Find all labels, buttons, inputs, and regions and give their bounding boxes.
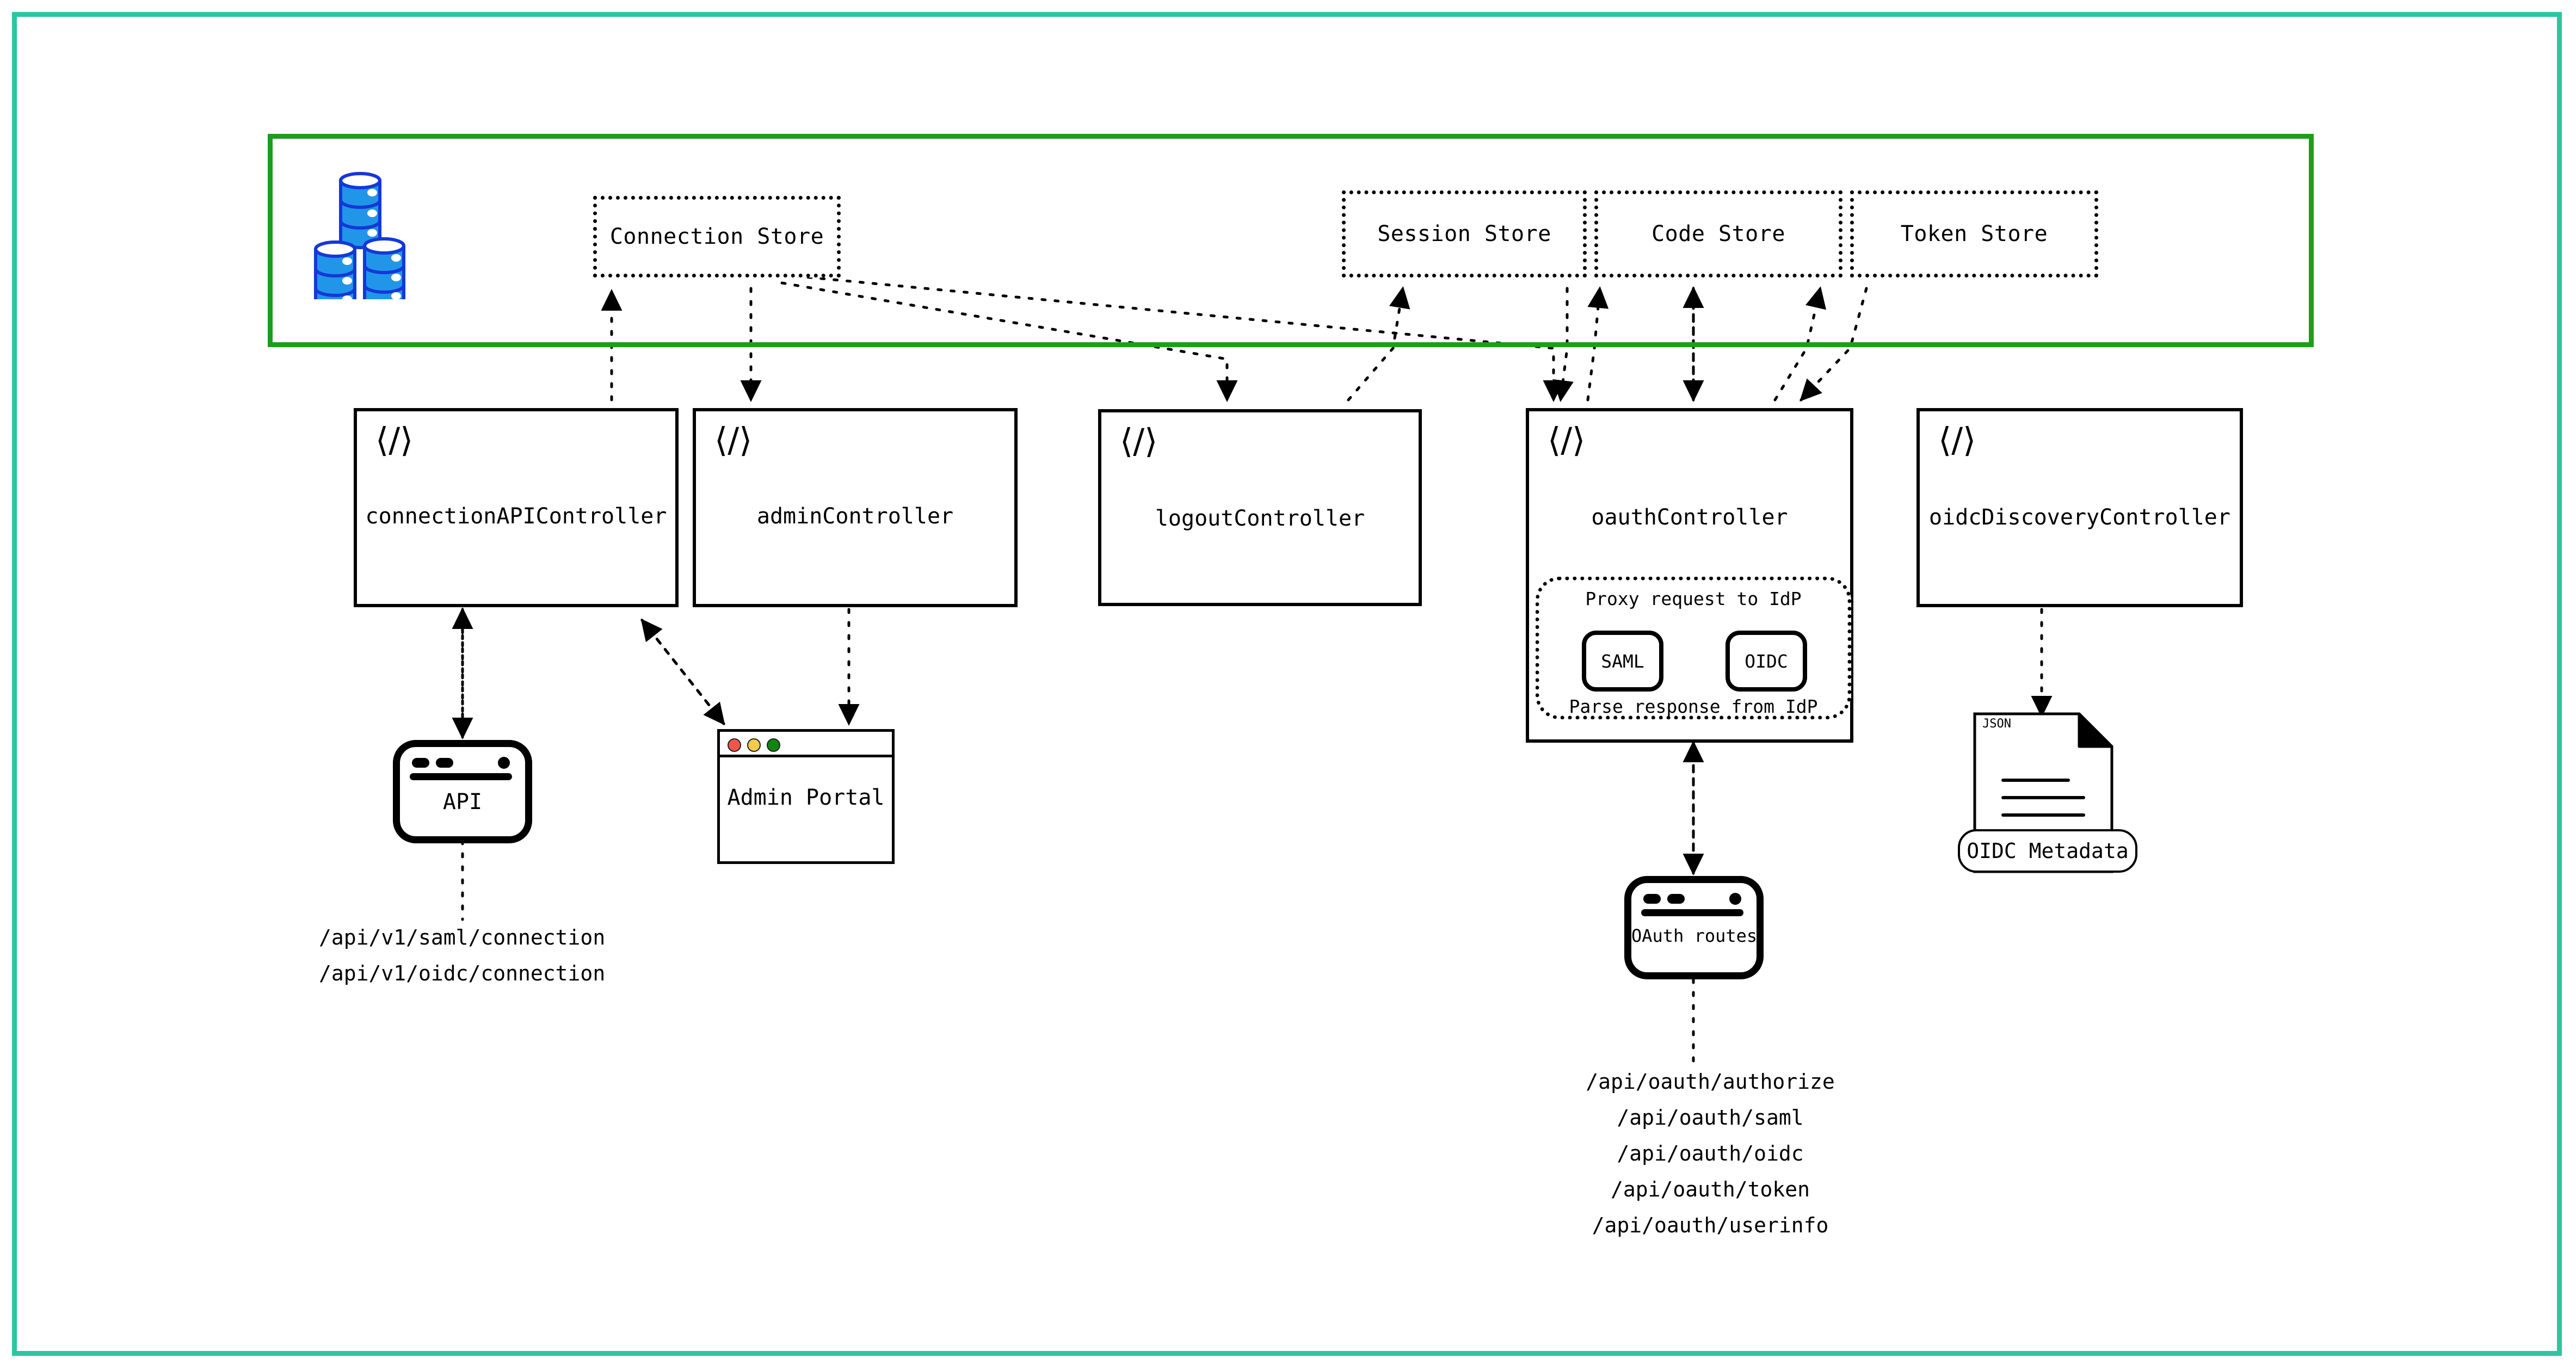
endpoint-item: /api/oauth/oidc <box>1617 1141 1804 1165</box>
session-store[interactable]: Session Store <box>1342 190 1587 277</box>
code-icon: ⟨/⟩ <box>1938 420 1976 460</box>
connection-store[interactable]: Connection Store <box>593 196 841 277</box>
window-control-dot <box>436 758 453 768</box>
code-icon: ⟨/⟩ <box>1120 421 1158 461</box>
admin-portal-window[interactable]: Admin Portal <box>717 729 895 864</box>
session-store-label: Session Store <box>1377 221 1551 246</box>
idp-proxy-region: Proxy request to IdP SAML OIDC Parse res… <box>1536 577 1851 719</box>
token-store-label: Token Store <box>1900 221 2048 246</box>
window-control-dot <box>1667 894 1685 904</box>
traffic-light-yellow[interactable] <box>747 738 761 752</box>
saml-protocol-box[interactable]: SAML <box>1582 631 1663 692</box>
database-stack-icon <box>308 169 433 314</box>
endpoint-item: /api/v1/saml/connection <box>319 925 606 949</box>
oidc-protocol-label: OIDC <box>1745 650 1788 672</box>
connection-api-controller[interactable]: ⟨/⟩ connectionAPIController <box>354 408 679 607</box>
window-control-dot <box>498 757 510 769</box>
oidc-metadata-label: OIDC Metadata <box>1967 839 2129 863</box>
oauth-routes-label: OAuth routes <box>1631 925 1758 946</box>
oauth-routes-window[interactable]: OAuth routes <box>1624 876 1764 979</box>
endpoint-item: /api/oauth/userinfo <box>1592 1213 1829 1237</box>
outer-frame <box>12 12 2562 1356</box>
endpoint-item: /api/oauth/authorize <box>1586 1070 1835 1094</box>
window-address-bar <box>410 773 512 780</box>
token-store[interactable]: Token Store <box>1850 190 2098 277</box>
saml-protocol-label: SAML <box>1601 650 1644 672</box>
json-file-type-label: JSON <box>1982 717 2011 731</box>
admin-controller[interactable]: ⟨/⟩ adminController <box>693 408 1018 607</box>
oidc-protocol-box[interactable]: OIDC <box>1725 631 1807 692</box>
admin-portal-titlebar <box>720 732 892 757</box>
traffic-light-green[interactable] <box>767 738 780 752</box>
api-window-label: API <box>442 789 483 814</box>
code-icon: ⟨/⟩ <box>714 420 753 460</box>
endpoint-item: /api/oauth/token <box>1610 1177 1810 1201</box>
admin-controller-label: adminController <box>756 504 954 529</box>
logout-controller[interactable]: ⟨/⟩ logoutController <box>1098 409 1422 606</box>
oauth-endpoint-list: /api/oauth/authorize /api/oauth/saml /ap… <box>1580 1064 1841 1243</box>
connection-api-endpoint-list: /api/v1/saml/connection /api/v1/oidc/con… <box>319 919 605 991</box>
api-window[interactable]: API <box>393 740 532 843</box>
connection-api-controller-label: connectionAPIController <box>365 504 667 529</box>
window-address-bar <box>1641 909 1743 916</box>
traffic-light-red[interactable] <box>728 738 741 752</box>
oidc-metadata-pill[interactable]: OIDC Metadata <box>1958 829 2137 873</box>
parse-response-caption: Parse response from IdP <box>1569 696 1818 717</box>
code-icon: ⟨/⟩ <box>1548 420 1586 460</box>
oidc-discovery-controller[interactable]: ⟨/⟩ oidcDiscoveryController <box>1916 408 2243 607</box>
endpoint-item: /api/v1/oidc/connection <box>319 961 606 985</box>
connection-store-label: Connection Store <box>609 224 824 249</box>
logout-controller-label: logoutController <box>1155 506 1365 531</box>
proxy-request-caption: Proxy request to IdP <box>1585 588 1802 609</box>
oauth-controller-label: oauthController <box>1591 505 1788 530</box>
admin-portal-label: Admin Portal <box>727 785 885 810</box>
window-control-dot <box>1643 894 1661 904</box>
oidc-discovery-controller-label: oidcDiscoveryController <box>1929 505 2230 530</box>
store-container <box>268 134 2314 347</box>
window-control-dot <box>412 758 429 768</box>
code-store-label: Code Store <box>1651 221 1785 246</box>
code-store[interactable]: Code Store <box>1594 190 1842 277</box>
window-control-dot <box>1729 893 1741 905</box>
endpoint-item: /api/oauth/saml <box>1617 1106 1804 1130</box>
code-icon: ⟨/⟩ <box>375 420 414 460</box>
